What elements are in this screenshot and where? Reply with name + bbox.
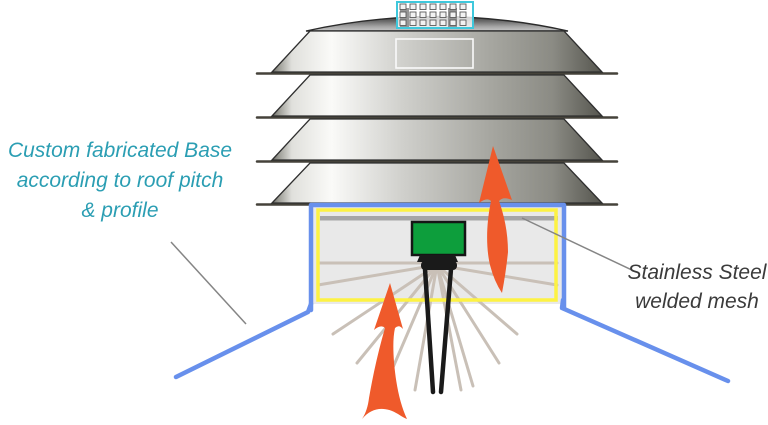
airflow-arrow-up [479,146,512,293]
louver-blade-2 [270,74,604,117]
leader-line-base-label [170,241,247,325]
mesh-grid [399,3,467,26]
support-leg-right [438,266,454,395]
roof-line-right [559,297,731,384]
nameplate-outline [395,38,474,69]
mount-bar [421,261,457,270]
base-label-line-3: & profile [81,199,159,222]
louver-blade-1 [270,30,604,73]
mesh-label-line-2: welded mesh [635,290,759,313]
base-label-line-2: according to roof pitch [16,169,224,192]
motor-assembly [410,220,467,395]
motor-mount [417,255,458,262]
roof-line-left [173,301,314,380]
louver-blade-4 [270,162,604,204]
support-leg-left [422,266,436,395]
leader-line-mesh-label [521,217,637,273]
louver-blade-3 [270,118,604,161]
mesh-label-line-1: Stainless Steel [627,261,767,284]
mesh-label: Stainless Steel welded mesh [626,258,768,316]
cowl-assembly [255,15,619,206]
base-label: Custom fabricated Base according to roof… [0,136,240,226]
motor-box [410,220,467,257]
base-frame [308,202,567,313]
airflow-arrow-lower [362,283,407,419]
mesh-sample [396,1,474,29]
yellow-liner [316,208,558,302]
welded-mesh-bar [320,216,558,221]
base-label-line-1: Custom fabricated Base [7,139,233,162]
